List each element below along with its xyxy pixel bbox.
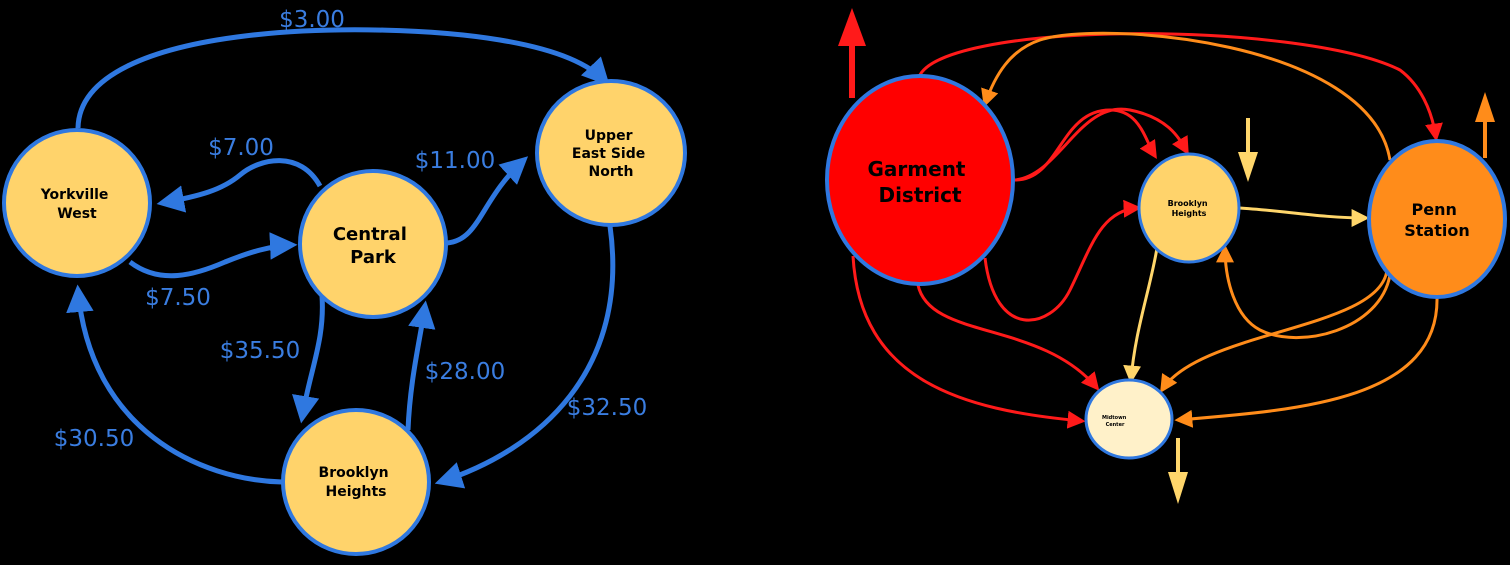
- edge-penn-to-midtown-a: [1160, 269, 1389, 394]
- external-arrows: [838, 8, 1495, 504]
- node-label-garment-district: Garment District: [868, 157, 973, 207]
- node-label-brooklyn-heights: Brooklyn Heights: [319, 465, 394, 500]
- edge-garment-to-midtown-a: [916, 284, 1100, 391]
- edge-label-upper-brooklyn: $32.50: [567, 395, 647, 421]
- right-diagram: Garment District Brooklyn Heights Penn S…: [825, 8, 1507, 504]
- node-label-penn-station: Penn Station: [1404, 200, 1469, 240]
- node-central-park: [298, 169, 448, 319]
- edge-garment-to-midtown-b: [851, 255, 1086, 429]
- node-label-midtown-center: Midtown Center: [1102, 415, 1128, 428]
- edge-label-central-upper: $11.00: [415, 148, 495, 174]
- left-diagram: $3.00 $7.00 $11.00 $7.50 $35.50 $28.00 $…: [2, 7, 687, 556]
- edge-brooklyn-to-penn: [1237, 206, 1370, 227]
- edge-label-central-brooklyn: $35.50: [220, 338, 300, 364]
- node-label-yorkville-west: Yorkville West: [40, 187, 114, 222]
- edge-garment-to-brooklyn-a: [1014, 108, 1157, 182]
- edge-garment-to-brooklyn-b: [1014, 107, 1189, 182]
- node-brooklyn-heights-right: [1137, 152, 1241, 264]
- edge-label-yorkville-central: $7.50: [145, 285, 211, 311]
- node-garment-district: [825, 74, 1015, 286]
- node-midtown-center: [1084, 378, 1174, 460]
- node-label-central-park: Central Park: [333, 224, 413, 268]
- edge-penn-to-garment: [981, 31, 1392, 161]
- edge-garment-to-penn: [916, 32, 1443, 142]
- edge-upper-east-to-brooklyn: [434, 225, 616, 489]
- node-yorkville-west: [2, 128, 152, 278]
- edge-central-to-brooklyn: [292, 295, 325, 424]
- node-penn-station: [1367, 139, 1507, 299]
- edge-brooklyn-to-yorkville: [66, 284, 283, 485]
- edge-garment-to-brooklyn-c: [983, 199, 1142, 322]
- edge-penn-to-midtown-b: [1174, 295, 1439, 428]
- edge-central-to-yorkville: [156, 158, 323, 213]
- node-label-brooklyn-heights-right: Brooklyn Heights: [1168, 199, 1211, 218]
- node-upper-east-side-north: [535, 79, 687, 227]
- edge-label-brooklyn-yorkville: $30.50: [54, 426, 134, 452]
- edge-brooklyn-to-central: [405, 300, 436, 431]
- edge-central-to-upper-east: [446, 156, 529, 246]
- edge-label-central-yorkville: $7.00: [208, 135, 274, 161]
- edge-label-yorkville-upper: $3.00: [279, 7, 345, 33]
- node-brooklyn-heights: [281, 408, 431, 556]
- edge-yorkville-to-central: [128, 232, 298, 279]
- edge-yorkville-to-upper-east: [75, 27, 610, 129]
- edge-brooklyn-to-midtown: [1123, 247, 1159, 384]
- edge-label-brooklyn-central: $28.00: [425, 359, 505, 385]
- node-label-upper-east-side-north: Upper East Side North: [572, 128, 650, 180]
